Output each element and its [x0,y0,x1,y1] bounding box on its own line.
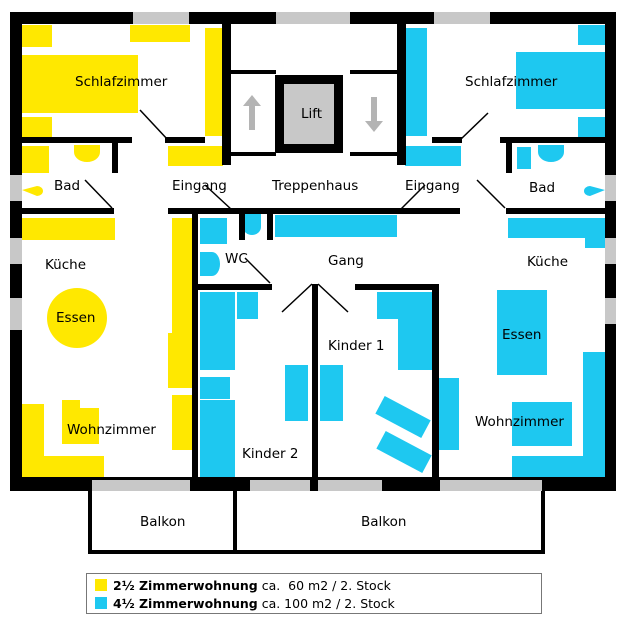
legend-swatch-blue [95,597,107,609]
lift [243,75,383,153]
room-label-schlafzimmer-right: Schlafzimmer [465,74,558,90]
desk [285,365,308,421]
toilet-icon [243,214,261,235]
washbasin-icon [584,186,605,196]
room-label-kinder1: Kinder 1 [328,338,384,354]
bed [578,25,605,45]
desk [377,292,398,319]
legend: 2½ Zimmerwohnung ca. 60 m2 / 2. Stock 4½… [86,573,542,614]
legend-apartment-name: 4½ Zimmerwohnung [113,595,258,611]
sofa [22,404,104,477]
shelf [200,377,230,399]
apartment-large-furnishings [200,25,605,477]
desk [320,365,343,421]
windows [10,12,616,491]
toilet-icon [538,145,564,162]
room-label-wc: WC [225,251,248,267]
room-label-gang: Gang [328,253,364,269]
room-label-kueche-left: Küche [45,257,86,273]
room-label-essen-left: Essen [56,310,95,326]
arrow-up-icon [243,95,261,130]
shelf [168,333,190,388]
room-label-essen-right: Essen [502,327,541,343]
room-label-lift: Lift [301,106,322,122]
room-label-balkon-right: Balkon [361,514,406,530]
shelf [172,395,192,450]
room-labels: Schlafzimmer Schlafzimmer Lift Bad Bad E… [45,74,568,530]
sofa [512,456,605,477]
wardrobe [205,28,222,136]
door-swings [84,109,506,313]
dining-table [497,290,547,375]
room-label-schlafzimmer-left: Schlafzimmer [75,74,168,90]
arrow-down-icon [365,97,383,132]
room-label-bad-right: Bad [529,180,555,196]
legend-apartment-detail: ca. 100 m2 / 2. Stock [257,595,395,611]
kitchen-counter [585,218,605,248]
table [80,408,99,444]
toilet-icon [74,145,100,162]
desk [375,395,431,439]
table [62,400,80,444]
room-label-kueche-right: Küche [527,254,568,270]
kitchen-counter [508,218,605,238]
desk [237,292,258,319]
apartment-small-furnishings [22,25,223,477]
balconies [88,491,545,554]
bed [22,117,52,137]
wardrobe [130,25,190,42]
bed [398,292,432,370]
cabinet [168,146,223,166]
toilet-icon [200,252,220,276]
bed [578,117,605,137]
washbasin-icon [22,186,43,196]
room-label-eingang-left: Eingang [172,178,227,194]
bed [516,52,605,109]
legend-item-small-apartment: 2½ Zimmerwohnung ca. 60 m2 / 2. Stock [95,577,391,593]
wardrobe [405,28,427,136]
shelf [436,378,459,450]
room-label-kinder2: Kinder 2 [242,446,298,462]
bed [22,55,138,113]
kitchen-counter [22,218,115,240]
wardrobe [200,400,235,477]
shelf [583,352,605,477]
room-label-wohnzimmer-right: Wohnzimmer [475,414,564,430]
room-label-treppenhaus: Treppenhaus [271,178,358,194]
bathtub [517,147,531,169]
bed [22,25,52,47]
wc-basin [200,218,227,244]
room-label-wohnzimmer-left: Wohnzimmer [67,422,156,438]
desk [376,430,432,474]
sofa [512,402,572,446]
room-label-eingang-right: Eingang [405,178,460,194]
room-label-bad-left: Bad [54,178,80,194]
cabinet [405,146,461,166]
room-label-balkon-left: Balkon [140,514,185,530]
cabinet [275,215,397,237]
dining-table [47,288,107,348]
legend-apartment-detail: ca. 60 m2 / 2. Stock [257,577,391,593]
legend-item-large-apartment: 4½ Zimmerwohnung ca. 100 m2 / 2. Stock [95,595,395,611]
legend-apartment-name: 2½ Zimmerwohnung [113,577,258,593]
bed [200,292,235,370]
bathtub [22,146,49,173]
legend-swatch-yellow [95,579,107,591]
